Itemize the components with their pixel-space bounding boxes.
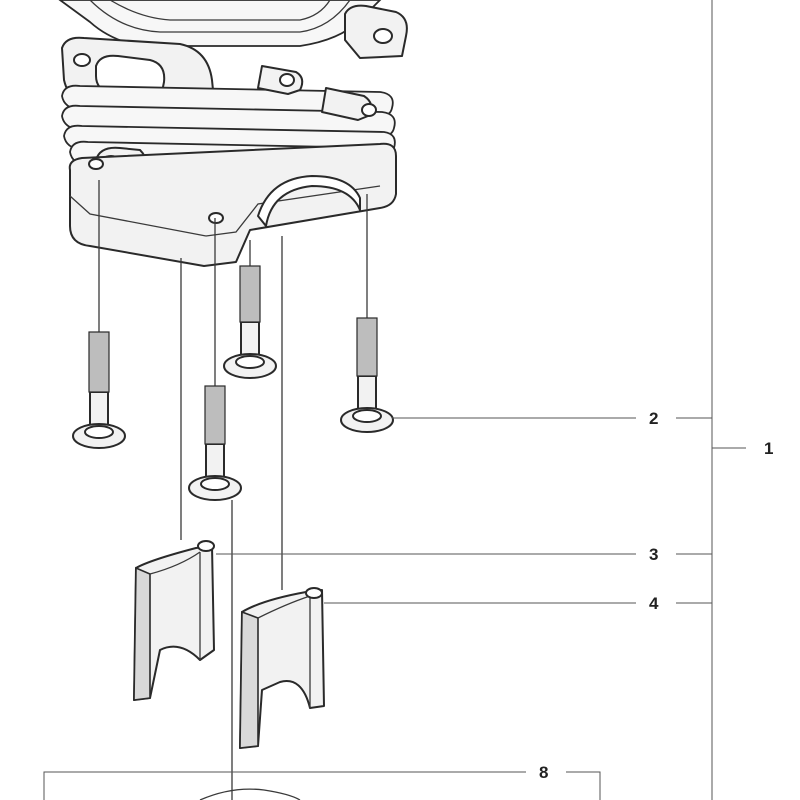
- callout-1: 1: [764, 439, 773, 458]
- screw-icon: [72, 180, 126, 449]
- callout-2: 2: [649, 409, 658, 428]
- half-shell-icon: [133, 540, 215, 701]
- callout-4: 4: [649, 594, 659, 613]
- screw-icon: [340, 194, 394, 433]
- cylinder-icon: [58, 0, 408, 267]
- callout-3: 3: [649, 545, 658, 564]
- screw-icon: [188, 218, 242, 501]
- callout-8: 8: [539, 763, 548, 782]
- screw-icon: [223, 240, 277, 379]
- half-shell-icon: [239, 587, 325, 749]
